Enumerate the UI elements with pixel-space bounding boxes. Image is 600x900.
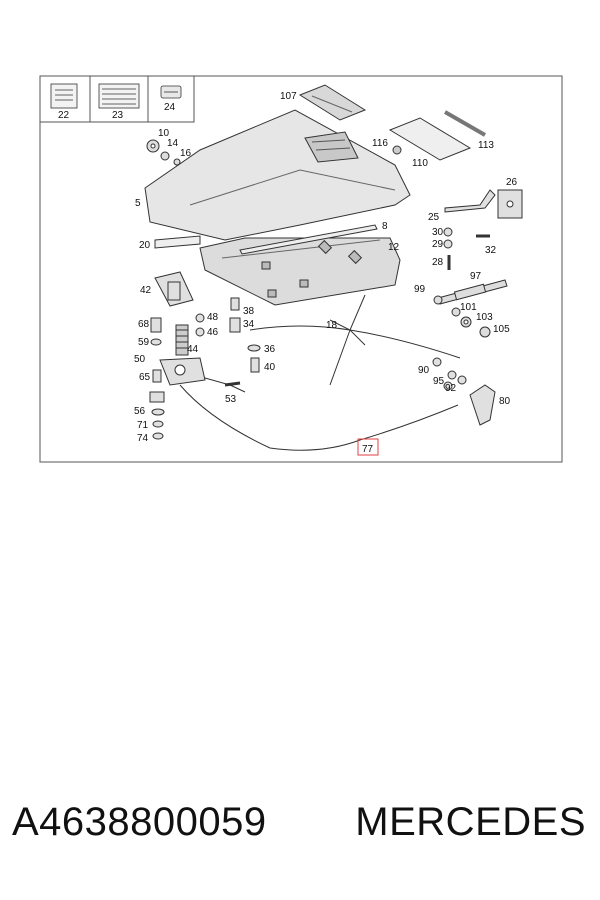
callout-44: 44: [187, 344, 199, 355]
highlight-box: [357, 438, 379, 456]
callout-18: 18: [326, 320, 338, 331]
fasteners-top-left: [146, 139, 181, 166]
callout-92: 92: [445, 383, 457, 394]
callout-50: 50: [134, 354, 146, 365]
callout-8: 8: [382, 221, 388, 232]
callout-59: 59: [138, 337, 150, 348]
hinge-right: [443, 189, 523, 270]
callout-23: 23: [112, 110, 124, 121]
callout-12: 12: [388, 242, 400, 253]
callout-16: 16: [180, 148, 192, 159]
callout-56: 56: [134, 406, 146, 417]
callout-25: 25: [428, 212, 440, 223]
brand-name: MERCEDES: [355, 800, 586, 844]
callout-116: 116: [372, 138, 388, 149]
callout-22: 22: [58, 110, 70, 121]
callout-113: 113: [478, 140, 494, 151]
callout-80: 80: [499, 396, 511, 407]
hood-panel: [144, 109, 411, 306]
callout-32: 32: [485, 245, 497, 256]
callout-71: 71: [137, 420, 149, 431]
footer: A4638800059 MERCEDES: [0, 800, 600, 860]
callout-97: 97: [470, 271, 482, 282]
callout-14: 14: [167, 138, 179, 149]
callout-65: 65: [139, 372, 151, 383]
callout-101: 101: [460, 302, 477, 313]
callout-90: 90: [418, 365, 430, 376]
trim-strip: [154, 235, 201, 249]
callout-42: 42: [140, 285, 152, 296]
callout-103: 103: [476, 312, 493, 323]
callout-10: 10: [158, 128, 170, 139]
callout-46: 46: [207, 327, 219, 338]
seal-strip: [239, 224, 378, 255]
callout-20: 20: [139, 240, 151, 251]
release-cables: [179, 294, 461, 451]
hood-latch: [432, 357, 496, 426]
callout-34: 34: [243, 319, 255, 330]
callout-5: 5: [135, 198, 141, 209]
callout-68: 68: [138, 319, 150, 330]
callout-95: 95: [433, 376, 445, 387]
top-parts: [298, 84, 486, 161]
callout-77: 77: [362, 444, 374, 455]
callout-28: 28: [432, 257, 444, 268]
callout-40: 40: [264, 362, 276, 373]
callout-24: 24: [164, 102, 176, 113]
part-number: A4638800059: [12, 800, 267, 844]
callout-53: 53: [225, 394, 237, 405]
gas-strut: [433, 279, 508, 338]
label-sticker-icons: [50, 83, 182, 109]
callout-29: 29: [432, 239, 444, 250]
callout-105: 105: [493, 324, 510, 335]
callout-30: 30: [432, 227, 444, 238]
callout-38: 38: [243, 306, 255, 317]
callout-48: 48: [207, 312, 219, 323]
callout-36: 36: [264, 344, 276, 355]
callout-26: 26: [506, 177, 518, 188]
callout-labels: 22 23 24 107 116 110 113 10 14 16 5 26 2…: [58, 91, 518, 455]
callout-99: 99: [414, 284, 426, 295]
callout-110: 110: [412, 158, 428, 169]
hinge-left: [149, 271, 261, 440]
callout-107: 107: [280, 91, 297, 102]
callout-74: 74: [137, 433, 149, 444]
parts-diagram: 22 23 24 107 116 110 113 10 14 16 5 26 2…: [39, 75, 563, 463]
